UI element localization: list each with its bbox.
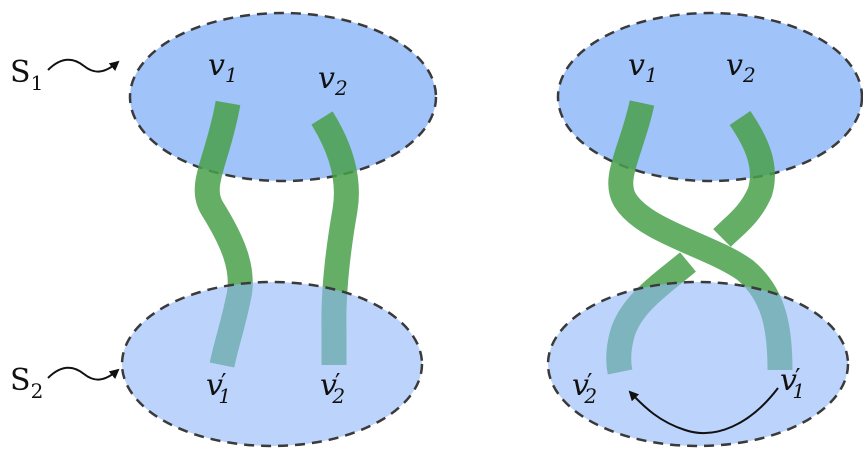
set-s2-ellipse bbox=[120, 280, 424, 448]
right-vertex-v1-label: v1 bbox=[628, 48, 658, 87]
swap-arrow bbox=[628, 387, 779, 434]
vertex-v2prime-label: v′2 bbox=[320, 368, 345, 408]
right-vertex-v1prime-label: v′1 bbox=[780, 363, 805, 403]
right-diagram: v1 v2 v′2 v′1 bbox=[546, 11, 863, 448]
set-s1-ellipse bbox=[128, 11, 438, 183]
vertex-v1-label: v1 bbox=[208, 48, 238, 87]
vertex-v2-label: v2 bbox=[318, 61, 348, 100]
s2-pointer-arrow bbox=[47, 366, 120, 381]
right-vertex-v2prime-label: v′2 bbox=[572, 368, 597, 408]
right-top-ellipse bbox=[556, 11, 863, 183]
set-s1-label: S1 bbox=[10, 55, 43, 95]
s1-pointer-arrow bbox=[47, 58, 120, 73]
right-vertex-v2-label: v2 bbox=[726, 48, 756, 87]
path-v2-to-v2prime-upper bbox=[713, 110, 775, 247]
left-diagram: S1 S2 v1 v2 v′1 v′2 bbox=[10, 11, 438, 448]
set-s2-label: S2 bbox=[10, 363, 43, 403]
right-bottom-ellipse bbox=[546, 280, 850, 448]
vertex-v1prime-label: v′1 bbox=[206, 368, 231, 408]
